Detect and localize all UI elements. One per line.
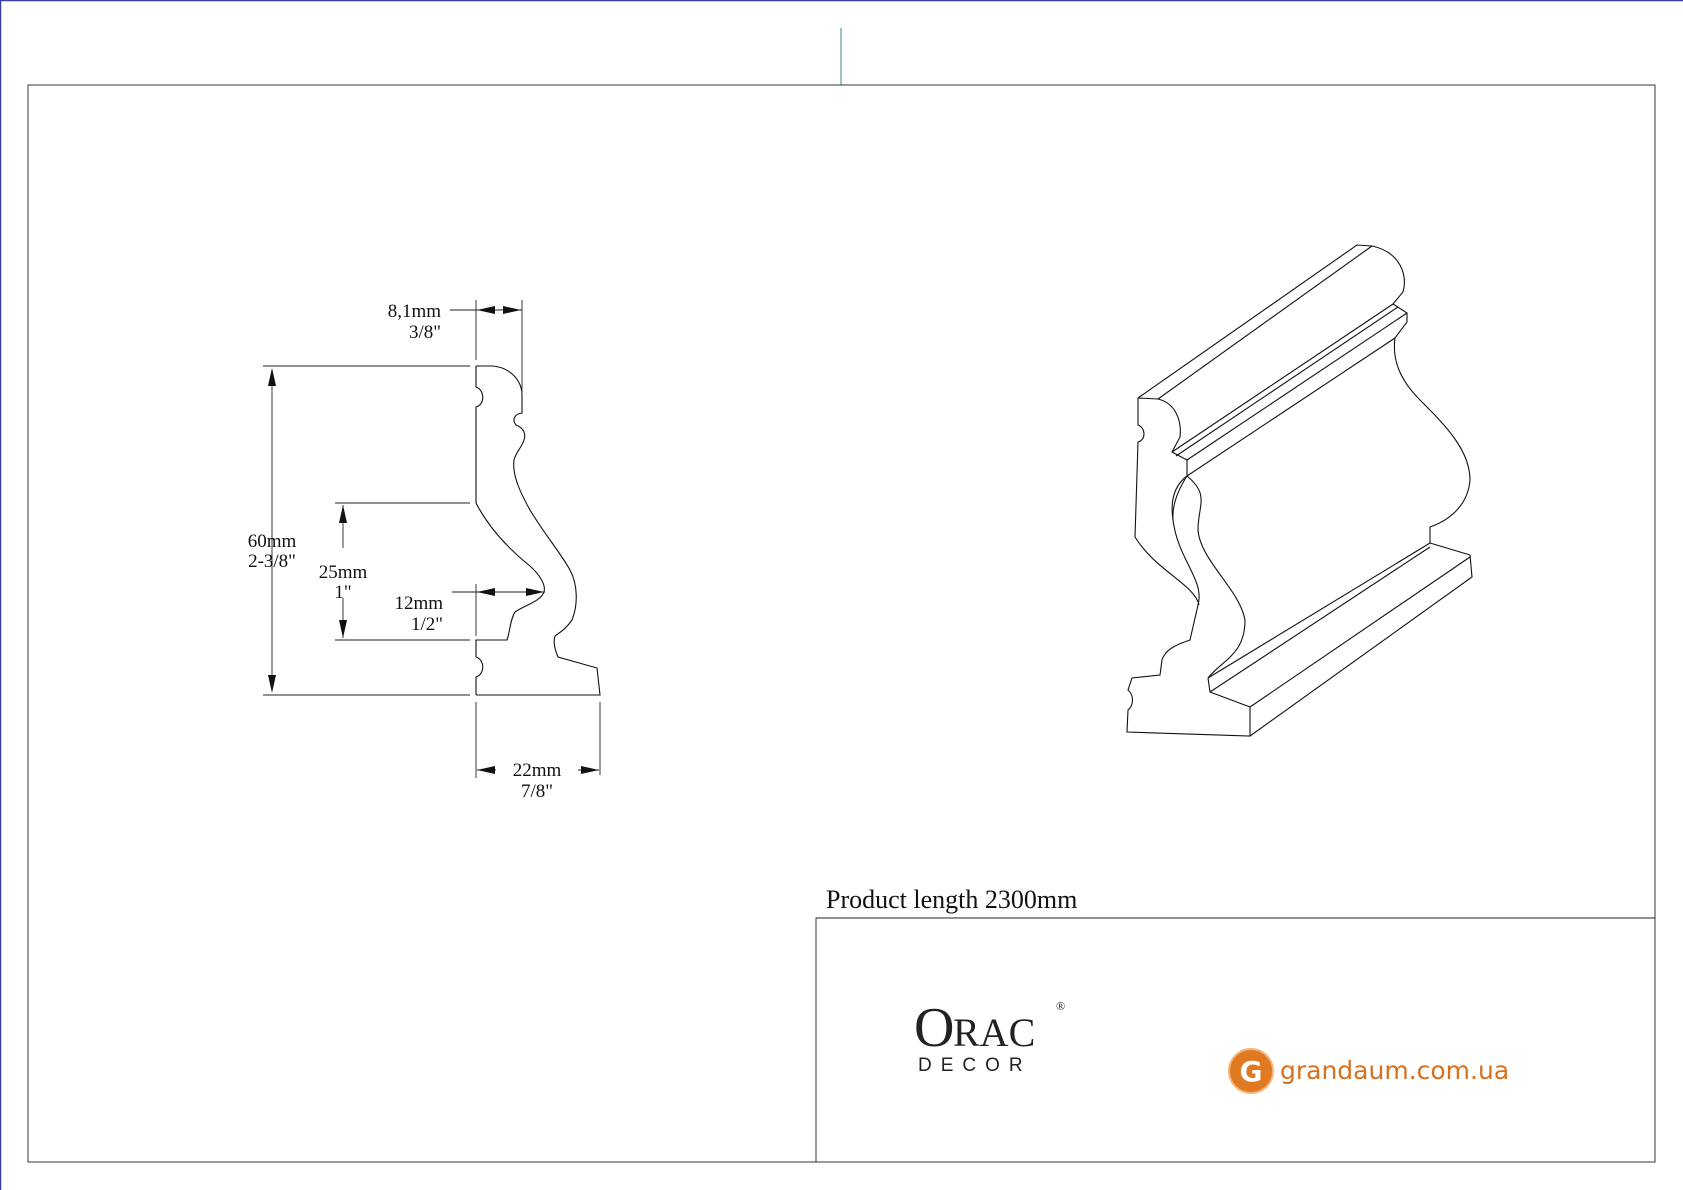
dim-height-total-inch: 2-3/8": [248, 551, 296, 572]
drawing-frame: [27, 84, 1656, 1163]
dim-height-lower-inch: 1": [334, 582, 351, 603]
profile-section: [475, 365, 601, 696]
dim-width-top-inch: 3/8": [409, 322, 441, 343]
svg-text:DECOR: DECOR: [918, 1055, 1032, 1076]
dim-depth-total-mm: 22mm: [513, 760, 562, 781]
dim-height-total-mm: 60mm: [248, 531, 297, 552]
grandaum-text: grandaum.com.ua: [1280, 1056, 1509, 1085]
title-block-frame: [815, 917, 1655, 1162]
dim-depth-total-inch: 7/8": [521, 781, 553, 802]
dim-width-top-mm: 8,1mm: [388, 301, 442, 322]
dimension-lines: [263, 300, 601, 778]
svg-text:RAC: RAC: [953, 1010, 1035, 1055]
svg-text:O: O: [914, 997, 954, 1059]
grandaum-g-icon: [1229, 1049, 1273, 1093]
isometric-view: [1126, 244, 1473, 737]
dim-depth-mid-inch: 1/2": [411, 614, 443, 635]
orac-decor-logo: O RAC ® DECOR: [914, 997, 1065, 1076]
svg-text:G: G: [1240, 1055, 1263, 1088]
dim-height-lower-mm: 25mm: [319, 562, 368, 583]
grandaum-logo: G grandaum.com.ua: [1228, 1048, 1509, 1094]
dim-depth-mid-mm: 12mm: [394, 593, 443, 614]
product-length: Product length 2300mm: [826, 885, 1077, 914]
svg-text:®: ®: [1056, 999, 1065, 1013]
